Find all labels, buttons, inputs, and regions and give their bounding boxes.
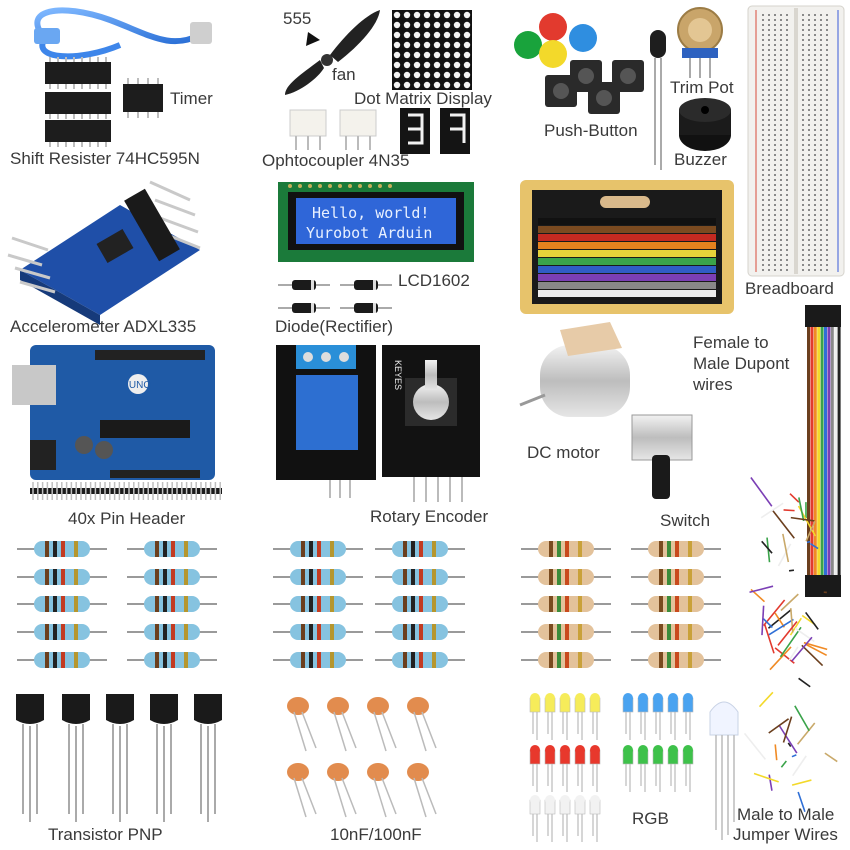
shift-register-chips (45, 57, 111, 147)
label-lcd1602: LCD1602 (398, 271, 470, 290)
leds (529, 693, 694, 842)
diodes (278, 280, 392, 313)
label-fan: fan (332, 65, 356, 84)
lcd-line-1: Hello, world! (312, 204, 429, 222)
keyes-logo-text: KEYES (393, 360, 403, 390)
label-diode: Diode(Rectifier) (275, 317, 394, 336)
label-rotary-encoder: Rotary Encoder (370, 507, 489, 526)
pin-header-strip (30, 482, 222, 500)
label-optocoupler: Ophtocoupler 4N35 (262, 151, 410, 170)
ir-receiver (650, 30, 666, 170)
dc-motor (519, 322, 630, 417)
fan-propeller (285, 10, 380, 95)
push-buttons (514, 13, 644, 114)
lcd-line-2: Yurobot Arduin (306, 224, 432, 242)
dupont-wire-bundle (805, 305, 841, 597)
seven-segment-displays (400, 108, 470, 154)
label-rgb: RGB (632, 809, 669, 828)
label-trim-pot: Trim Pot (670, 78, 734, 97)
ceramic-capacitors (286, 696, 437, 818)
label-transistor: Transistor PNP (48, 825, 163, 844)
label-dot-matrix: Dot Matrix Display (354, 89, 492, 108)
label-switch: Switch (660, 511, 711, 530)
rotary-encoder-module: KEYES (382, 345, 480, 502)
label-dupont-2: Male Dupont (693, 354, 790, 373)
label-jumper-2: Jumper Wires (733, 825, 838, 844)
dot-matrix-display (392, 10, 472, 90)
optocouplers (289, 109, 377, 150)
label-capacitors: 10nF/100nF (330, 825, 422, 844)
label-accelerometer: Accelerometer ADXL335 (10, 317, 197, 336)
label-breadboard: Breadboard (745, 279, 834, 298)
label-jumper-1: Male to Male (737, 805, 835, 824)
label-push-button: Push-Button (544, 121, 638, 140)
resistors-tan (520, 540, 722, 669)
timer-chip (123, 78, 163, 118)
resistors-blue (16, 540, 466, 669)
rgb-led (709, 701, 739, 840)
label-buzzer: Buzzer (674, 150, 727, 169)
uno-logo-text: UNO (129, 380, 151, 391)
label-timer: Timer (170, 89, 213, 108)
trim-pot (677, 7, 723, 78)
usb-cable (34, 7, 212, 60)
label-dupont-1: Female to (693, 333, 769, 352)
lcd1602-module: Hello, world! Yurobot Arduin (278, 182, 474, 262)
label-pin-header: 40x Pin Header (68, 509, 186, 528)
label-dupont-3: wires (693, 375, 733, 394)
relay-module (276, 345, 376, 498)
transistors (15, 693, 223, 823)
label-shift-register: Shift Resister 74HC595N (10, 149, 200, 168)
resistor-color-chart (520, 180, 734, 314)
label-dc-motor: DC motor (527, 443, 600, 462)
jumper-wire-bundle (743, 477, 838, 813)
arduino-uno-board: UNO (12, 345, 215, 480)
breadboard (747, 5, 845, 277)
slide-switch (631, 414, 693, 499)
buzzer (679, 98, 731, 151)
label-555: 555 (283, 9, 312, 28)
accelerometer-board (7, 180, 201, 325)
